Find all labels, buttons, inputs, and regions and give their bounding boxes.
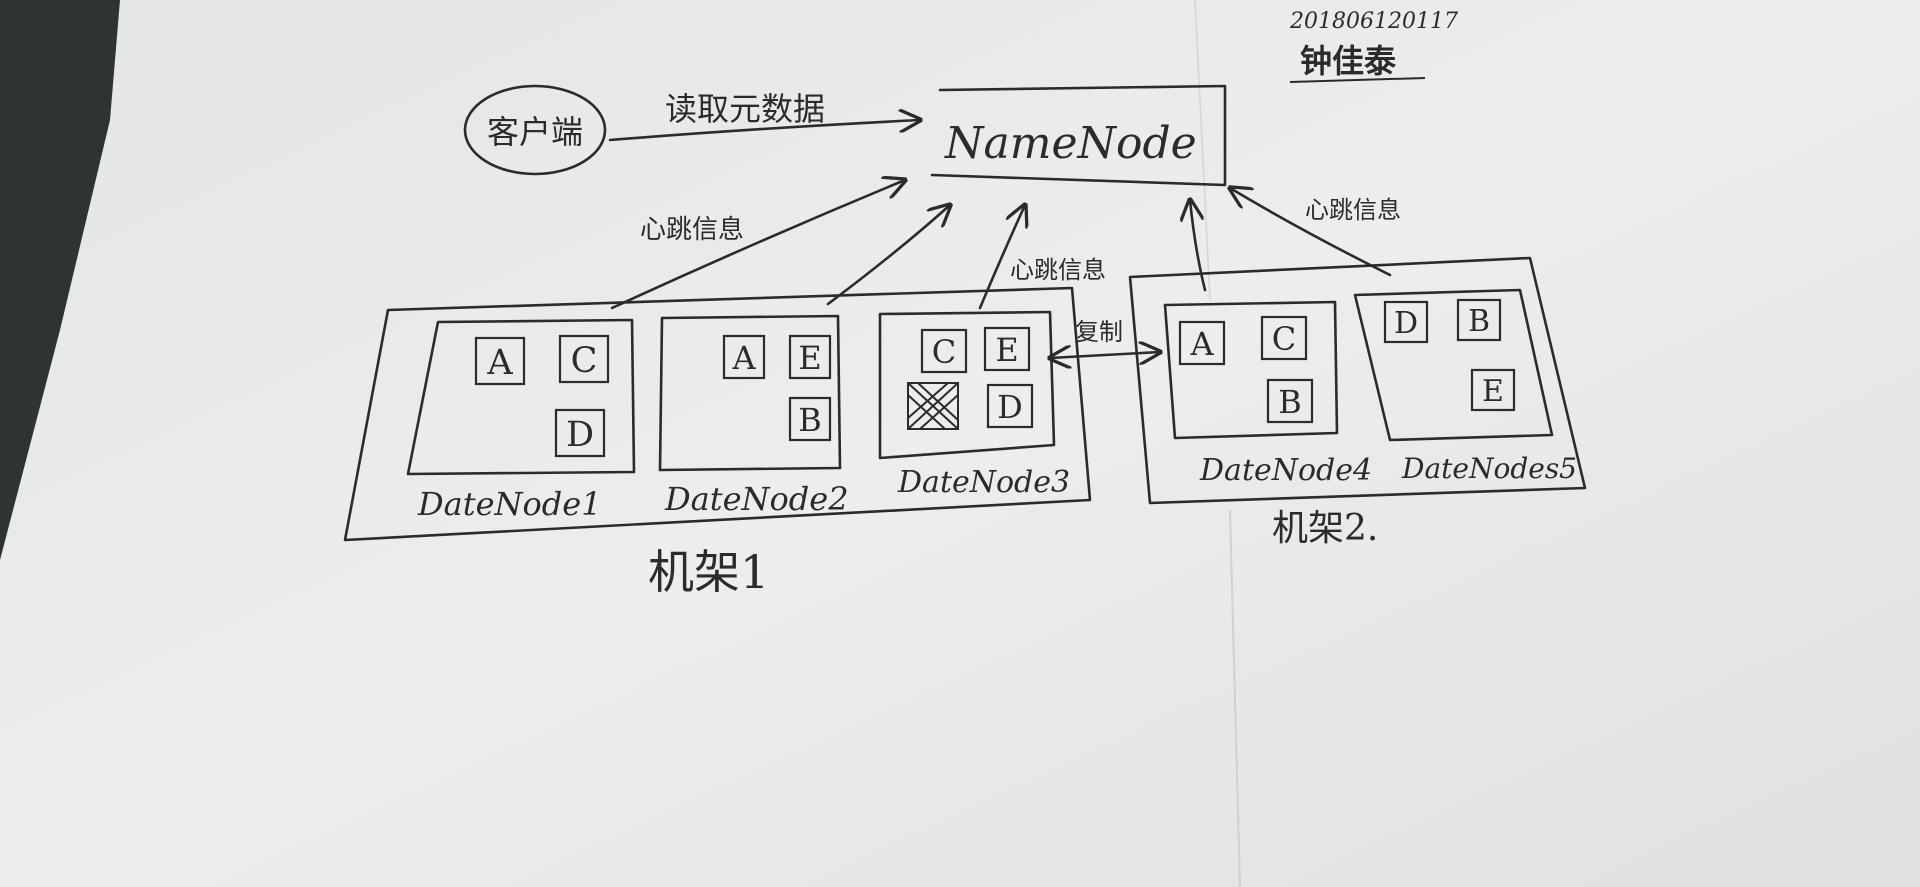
block-box (722, 334, 766, 380)
block-label: A (1189, 325, 1214, 363)
heartbeat-label-2: 心跳信息 (1010, 256, 1106, 284)
paper-fold-top (1194, 0, 1211, 301)
block-label: C (1272, 320, 1296, 358)
block-label: E (1482, 374, 1504, 409)
rack1-label: 机架1 (648, 545, 769, 599)
datanode3-box (878, 310, 1056, 460)
block-box (788, 396, 832, 442)
deleted-block-icon (907, 382, 959, 430)
client-label: 客户端 (487, 113, 583, 151)
block-box (986, 383, 1034, 429)
block-label: B (798, 401, 822, 439)
signature-id: 201806120117 (1289, 9, 1458, 34)
copy-label: 复制 (1075, 318, 1123, 346)
datanode3-label: DateNode3 (897, 465, 1070, 500)
block-box (554, 408, 606, 458)
heartbeat-arrow-3 (978, 205, 1025, 310)
block-label: B (1278, 383, 1302, 421)
block-box (474, 336, 526, 386)
heartbeat-arrow-5 (1230, 188, 1392, 277)
datanode2-box (658, 314, 842, 472)
read-arrow (608, 120, 920, 142)
block-box (920, 328, 968, 374)
block-label: A (731, 339, 756, 377)
block-box (788, 334, 832, 380)
block-box (1178, 320, 1226, 366)
block-box (1470, 368, 1516, 412)
block-box (1383, 300, 1429, 344)
block-box (983, 326, 1031, 372)
namenode-box (930, 84, 1227, 187)
heartbeat-label-1: 心跳信息 (640, 215, 744, 245)
read-metadata-label: 读取元数据 (665, 90, 825, 128)
block-label: D (997, 388, 1023, 426)
heartbeat-arrow-4 (1190, 200, 1207, 292)
block-box (1260, 315, 1308, 361)
heartbeat-label-3: 心跳信息 (1305, 196, 1401, 224)
copy-arrow (1050, 352, 1160, 358)
rack1-box (343, 286, 1092, 542)
signature-underline (1289, 77, 1426, 83)
datanode5-box (1353, 288, 1554, 442)
rack2-label: 机架2. (1272, 508, 1378, 549)
block-box (1456, 298, 1502, 342)
block-label: C (932, 333, 956, 371)
rack2-box (1128, 256, 1587, 505)
signature-name: 钟佳泰 (1300, 42, 1397, 80)
block-label: E (798, 339, 821, 377)
block-label: E (995, 331, 1018, 369)
block-label: C (571, 341, 598, 381)
heartbeat-arrow-2 (826, 205, 950, 306)
datanode2-label: DateNode2 (664, 480, 849, 518)
block-box (1266, 378, 1314, 424)
client-ellipse (463, 84, 607, 176)
block-box (558, 334, 610, 384)
heartbeat-arrow-1 (610, 180, 905, 310)
block-label: A (486, 343, 513, 383)
datanode4-box (1163, 300, 1339, 440)
datanode5-label: DateNodes5 (1401, 452, 1577, 485)
datanode4-label: DateNode4 (1199, 453, 1372, 488)
block-label: B (1468, 304, 1490, 339)
datanode1-label: DateNode1 (417, 485, 602, 523)
namenode-label: NameNode (944, 118, 1197, 169)
paper-fold (1229, 509, 1241, 887)
block-label: D (566, 415, 594, 455)
datanode1-box (406, 318, 636, 476)
block-label: D (1394, 306, 1418, 341)
